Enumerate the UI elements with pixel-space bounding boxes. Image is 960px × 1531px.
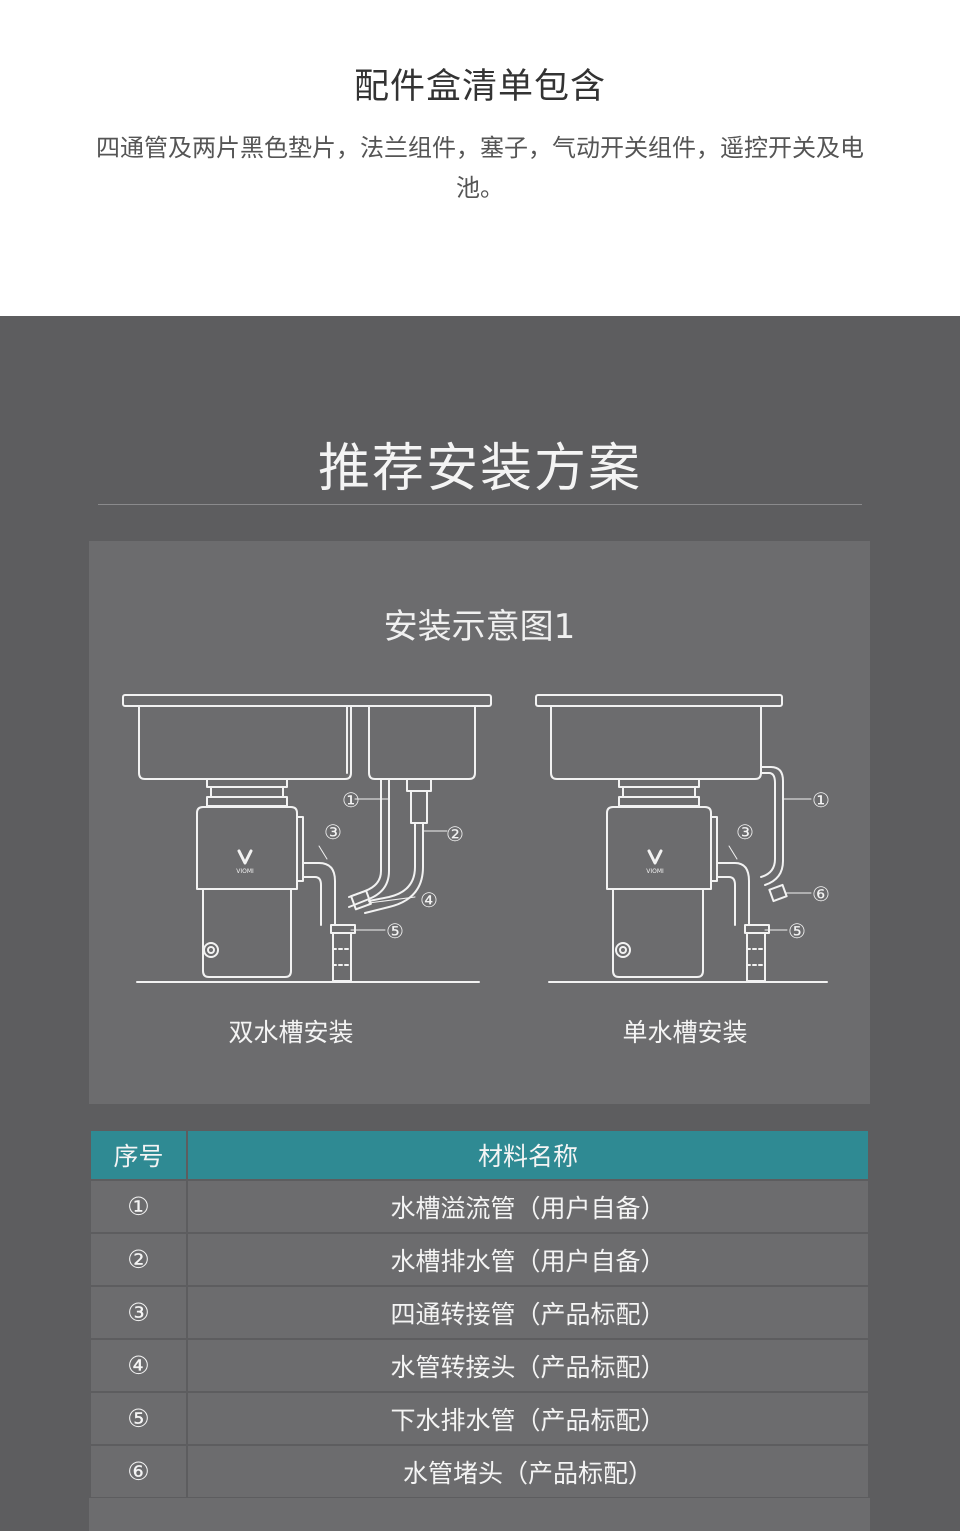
table-row: ⑥ 水管堵头（产品标配） [89,1444,870,1499]
table-row: ① 水槽溢流管（用户自备） [89,1179,870,1234]
diagram-panel: 安装示意图1 VIO [89,541,870,1104]
logo-text: VIOMI [236,868,254,875]
double-sink-diagram: VIOMI [122,694,492,983]
disposer-body-right [606,806,712,890]
marker-1-left: ① [342,788,360,812]
header-material-name: 材料名称 [186,1129,870,1181]
marker-3-right: ③ [736,820,754,844]
basin-left [138,705,352,780]
row-number: ⑤ [89,1391,188,1446]
marker-3-left: ③ [324,820,342,844]
row-material-name: 水管堵头（产品标配） [186,1444,870,1499]
flange [206,778,288,788]
table-footer-strip [89,1498,870,1531]
marker-5-left: ⑤ [386,919,404,943]
double-sink-caption: 双水槽安装 [228,1018,354,1047]
table-row: ④ 水管转接头（产品标配） [89,1338,870,1393]
logo-text-right: VIOMI [646,868,664,875]
pipe-plug [768,883,788,903]
title-divider [98,504,862,505]
connector [350,889,372,911]
single-sink-caption: 单水槽安装 [622,1018,748,1047]
marker-4-left: ④ [420,888,438,912]
row-number: ② [89,1232,188,1287]
table-header-row: 序号 材料名称 [89,1129,870,1181]
disposer-lower [202,888,292,978]
row-number: ① [89,1179,188,1234]
drain-pipe [332,932,352,982]
marker-2-left: ② [446,822,464,846]
basin-right [368,705,476,780]
table-row: ② 水槽排水管（用户自备） [89,1232,870,1287]
row-material-name: 四通转接管（产品标配） [186,1285,870,1340]
row-number: ④ [89,1338,188,1393]
row-number: ③ [89,1285,188,1340]
drain-assembly [410,790,428,824]
basin-single [550,705,762,780]
overflow-pipe-right [760,766,784,886]
installation-title: 推荐安装方案 [317,439,642,499]
row-material-name: 下水排水管（产品标配） [186,1391,870,1446]
diagram-title: 安装示意图1 [383,607,576,647]
installation-diagram: VIOMI [122,694,830,983]
countertop [122,694,492,707]
accessory-section: 配件盒清单包含 四通管及两片黑色垫片，法兰组件，塞子，气动开关组件，遥控开关及电… [0,0,960,316]
row-material-name: 水管转接头（产品标配） [186,1338,870,1393]
marker-1-right: ① [812,788,830,812]
row-number: ⑥ [89,1444,188,1499]
table-row: ③ 四通转接管（产品标配） [89,1285,870,1340]
marker-6-right: ⑥ [812,882,830,906]
accessory-title: 配件盒清单包含 [353,67,606,107]
table-row: ⑤ 下水排水管（产品标配） [89,1391,870,1446]
installation-section: 推荐安装方案 安装示意图1 [0,316,960,1531]
row-material-name: 水槽排水管（用户自备） [186,1232,870,1287]
single-sink-diagram: VIOMI [535,694,828,983]
materials-table: 序号 材料名称 ① 水槽溢流管（用户自备） ② 水槽排水管（用户自备） ③ 四通… [89,1129,870,1499]
accessory-description: 四通管及两片黑色垫片，法兰组件，塞子，气动开关组件，遥控开关及电池。 [96,134,864,202]
row-material-name: 水槽溢流管（用户自备） [186,1179,870,1234]
disposer-body [196,806,298,890]
four-way-pipe [302,862,336,926]
marker-5-right: ⑤ [788,919,806,943]
header-number: 序号 [89,1129,188,1181]
countertop-right [535,694,783,707]
